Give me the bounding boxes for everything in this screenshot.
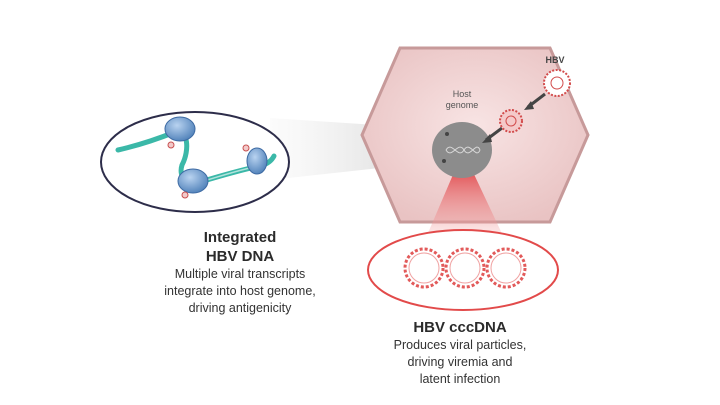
integrated-description: driving antigenicity [188, 301, 292, 315]
hbv-label: HBV [545, 55, 564, 65]
cccdna-title: HBV cccDNA [413, 319, 507, 336]
hbv-particle-icon [543, 69, 571, 97]
cccdna-ellipse [367, 229, 559, 311]
cccdna-description: Produces viral particles, [393, 338, 527, 352]
integration-marker [167, 141, 175, 149]
integrated-dna-dot [442, 159, 446, 163]
entry-arrow-icon [482, 126, 503, 143]
cccdna-description: driving viremia and [407, 355, 513, 369]
integration-marker [242, 144, 250, 152]
integrated-title: HBV DNA [205, 248, 275, 265]
histone-icon [164, 116, 268, 194]
nucleus [432, 122, 492, 178]
integrated-dna-ellipse [100, 111, 290, 213]
cccdna-description: latent infection [419, 372, 501, 386]
host-genome-dna-icon [445, 146, 481, 154]
integrated-description: Multiple viral transcripts [174, 267, 306, 281]
cccdna-circle-icon [408, 252, 522, 284]
integrated-title: Integrated [203, 229, 277, 246]
hbv-cccdna-caption: HBV cccDNA Produces viral particles, dri… [360, 318, 560, 388]
integration-marker [181, 191, 189, 199]
host-genome-label: genome [446, 100, 479, 110]
integrated-dna-dot [445, 132, 449, 136]
virus-particle-icon [499, 109, 523, 133]
entry-arrow-icon [524, 92, 546, 110]
integrated-description: integrate into host genome, [164, 284, 316, 298]
host-genome-label: Host [453, 89, 472, 99]
integrated-hbv-dna-caption: Integrated HBV DNA Multiple viral transc… [140, 228, 340, 317]
cccdna-circle-icon [403, 247, 527, 289]
zoom-cone-red [425, 170, 505, 240]
